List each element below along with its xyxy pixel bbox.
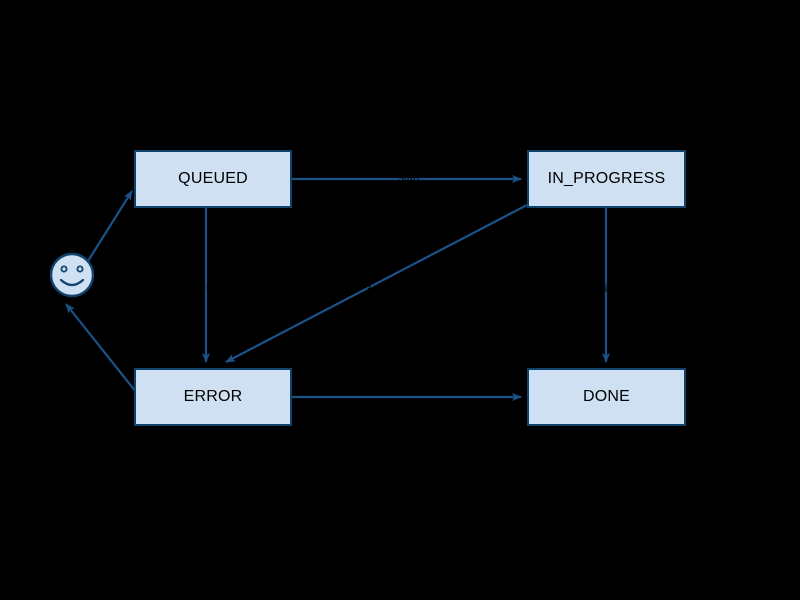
state-label-done: DONE [582,388,631,405]
state-label-queued: QUEUED [178,170,248,187]
state-label-error: ERROR [183,388,243,405]
state-node-queued[interactable]: QUEUED [134,150,292,208]
smiley-eye-right-icon [76,265,84,273]
start-smiley-node[interactable] [49,252,95,298]
state-node-error[interactable]: ERROR [134,368,292,426]
smiley-eye-left-icon [60,265,68,273]
state-node-done[interactable]: DONE [527,368,686,426]
smiley-mouth-icon [59,278,85,287]
state-label-in-progress: IN_PROGRESS [547,170,666,187]
smiley-face-icon [49,252,95,298]
edge-in-progress-to-error [225,204,528,363]
edge-error-to-start [65,303,137,393]
state-node-in-progress[interactable]: IN_PROGRESS [527,150,686,208]
edge-start-to-queued [87,190,133,262]
